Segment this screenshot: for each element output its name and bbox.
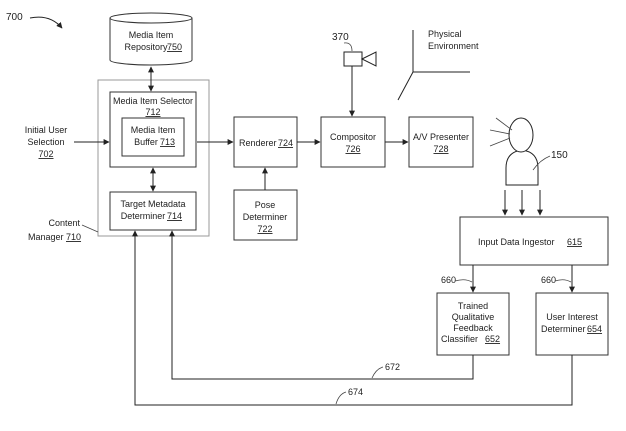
interest-label-1: User Interest bbox=[546, 312, 598, 322]
renderer-label: Renderer bbox=[239, 138, 277, 148]
buffer-ref: 713 bbox=[160, 137, 175, 147]
label-672: 672 bbox=[385, 362, 400, 372]
initial-selection-label-2: Selection bbox=[27, 137, 64, 147]
label-660-interest: 660 bbox=[541, 275, 556, 285]
target-label-2: Determiner bbox=[121, 211, 166, 221]
ingestor-label: Input Data Ingestor bbox=[478, 237, 555, 247]
selector-label: Media Item Selector bbox=[113, 96, 193, 106]
input-data-ingestor-box bbox=[459, 216, 609, 266]
buffer-label-1: Media Item bbox=[131, 125, 176, 135]
initial-selection-ref: 702 bbox=[38, 149, 53, 159]
av-label: A/V Presenter bbox=[413, 132, 469, 142]
buffer-label-2: Buffer bbox=[134, 137, 158, 147]
camera-leader bbox=[343, 42, 353, 52]
repository-label-2: Repository bbox=[124, 42, 168, 52]
classifier-ref: 652 bbox=[485, 334, 500, 344]
physical-environment-label-2: Environment bbox=[428, 41, 479, 51]
leader-674 bbox=[335, 391, 347, 405]
feedback-classifier-box bbox=[436, 292, 510, 356]
interest-line-674 bbox=[132, 230, 573, 406]
pose-label-1: Pose bbox=[255, 200, 276, 210]
selector-ref: 712 bbox=[145, 107, 160, 117]
content-manager-label-1: Content bbox=[48, 218, 80, 228]
physical-environment-label-1: Physical bbox=[428, 29, 462, 39]
classifier-label-3: Feedback bbox=[453, 323, 493, 333]
feedback-line-672 bbox=[169, 230, 474, 380]
content-manager-leader bbox=[81, 224, 99, 233]
classifier-label-4: Classifier bbox=[441, 334, 478, 344]
pose-ref: 722 bbox=[257, 224, 272, 234]
initial-selection-label-1: Initial User bbox=[25, 125, 68, 135]
leader-672 bbox=[371, 366, 384, 379]
target-label-1: Target Metadata bbox=[120, 199, 185, 209]
content-manager-label-2: Manager bbox=[28, 232, 64, 242]
repository-ref: 750 bbox=[167, 42, 182, 52]
figure-number: 700 bbox=[6, 12, 23, 23]
camera-ref: 370 bbox=[332, 32, 349, 43]
renderer-box bbox=[233, 116, 298, 168]
pose-label-2: Determiner bbox=[243, 212, 288, 222]
media-item-repository: Media Item Repository 750 bbox=[109, 12, 193, 66]
renderer-ref: 724 bbox=[278, 138, 293, 148]
target-ref: 714 bbox=[167, 211, 182, 221]
compositor-label: Compositor bbox=[330, 132, 376, 142]
figure-pointer-arrow bbox=[29, 16, 63, 29]
physical-environment-corner bbox=[397, 30, 470, 101]
classifier-label-1: Trained bbox=[458, 301, 488, 311]
target-metadata-determiner-box bbox=[109, 191, 197, 231]
leader-660-classifier bbox=[454, 279, 473, 283]
user-ref: 150 bbox=[551, 150, 568, 161]
user-leader bbox=[532, 155, 551, 171]
pose-determiner-box bbox=[233, 189, 298, 241]
camera-icon bbox=[343, 51, 377, 67]
label-674: 674 bbox=[348, 387, 363, 397]
ingestor-ref: 615 bbox=[567, 237, 582, 247]
label-660-classifier: 660 bbox=[441, 275, 456, 285]
classifier-label-2: Qualitative bbox=[452, 312, 495, 322]
av-presenter-box bbox=[408, 116, 474, 168]
interest-ref: 654 bbox=[587, 324, 602, 334]
repository-label-1: Media Item bbox=[129, 30, 174, 40]
content-manager-ref: 710 bbox=[66, 232, 81, 242]
leader-660-interest bbox=[554, 279, 572, 283]
user-icon bbox=[489, 117, 539, 186]
media-item-buffer-box bbox=[121, 117, 185, 157]
interest-label-2: Determiner bbox=[541, 324, 586, 334]
compositor-ref: 726 bbox=[345, 144, 360, 154]
av-ref: 728 bbox=[433, 144, 448, 154]
user-interest-determiner-box bbox=[535, 292, 609, 356]
compositor-box bbox=[320, 116, 386, 168]
